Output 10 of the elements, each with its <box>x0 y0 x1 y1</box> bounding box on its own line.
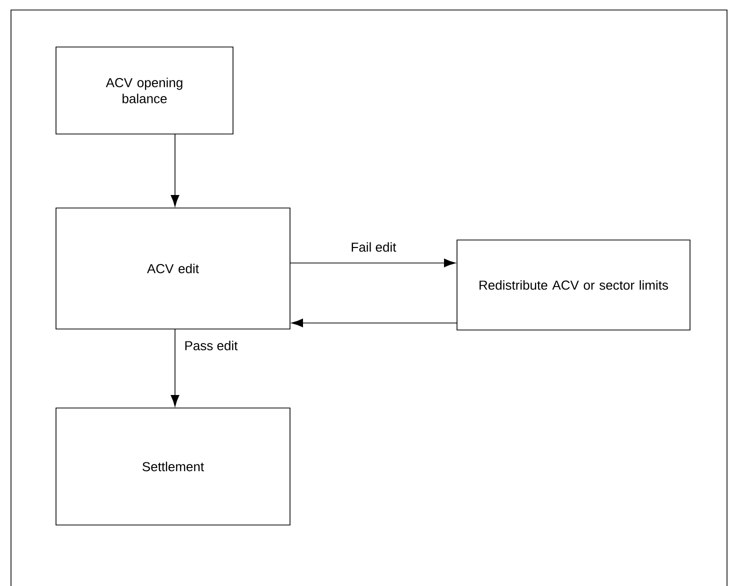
process-box: ACV edit <box>56 208 290 330</box>
edge-label: Pass edit <box>183 340 239 352</box>
process-box: ACV opening balance <box>56 46 234 134</box>
arrow <box>170 328 180 407</box>
process-box: Redistribute ACV or sector limits <box>456 240 690 330</box>
arrow <box>291 318 458 328</box>
arrow <box>170 134 180 207</box>
process-box: Settlement <box>56 408 290 526</box>
arrow <box>290 258 456 268</box>
edge-label: Fail edit <box>350 241 398 253</box>
